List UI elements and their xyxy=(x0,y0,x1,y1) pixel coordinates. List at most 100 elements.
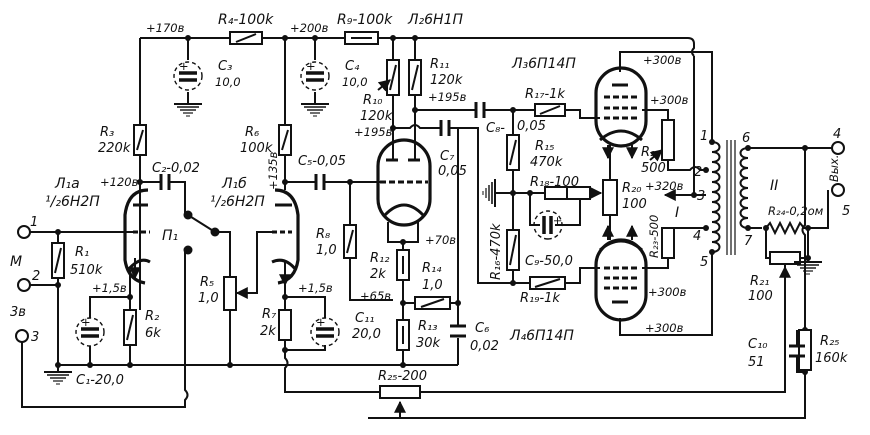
label-switch-p1: П₁ xyxy=(162,228,178,244)
output-terminal-5 xyxy=(831,183,845,197)
potentiometer-r20 xyxy=(590,179,618,216)
resistor-r25-160k xyxy=(798,329,812,371)
value-r6: 100k xyxy=(240,141,273,156)
value-r22: 500 xyxy=(641,161,666,176)
winding-tap-label: 2 xyxy=(694,165,702,180)
label-c11: C₁₁ xyxy=(355,311,375,326)
label-r4: R₄-100k xyxy=(218,12,274,28)
label-r8: R₈ xyxy=(316,227,330,242)
label-r11: R₁₁ xyxy=(430,57,449,72)
capacitor-c4 xyxy=(299,57,331,92)
resistor-r8 xyxy=(343,224,357,259)
voltage-label: +135в xyxy=(266,151,280,190)
winding-tap-label: 7 xyxy=(744,234,753,249)
value-r14: 1,0 xyxy=(422,278,443,293)
potentiometer-r5 xyxy=(223,276,248,311)
terminals xyxy=(15,141,845,343)
label-mic: М xyxy=(10,254,22,270)
value-r25-160k: 160k xyxy=(815,351,848,366)
voltage-label: +300в xyxy=(643,53,682,67)
voltage-label: +320в xyxy=(645,179,684,193)
label-r12: R₁₂ xyxy=(370,251,389,266)
winding-tap-label: 1 xyxy=(700,129,708,144)
capacitor-c3 xyxy=(172,57,204,92)
voltage-label: +195в xyxy=(354,125,393,139)
value-c11: 20,0 xyxy=(352,327,381,342)
label-r22: R₂₂ xyxy=(641,145,660,160)
label-r7: R₇ xyxy=(262,307,277,322)
voltage-label: +1,5в xyxy=(92,281,127,295)
label-r3: R₃ xyxy=(100,125,114,140)
label-r2: R₂ xyxy=(145,309,159,324)
voltage-label: +170в xyxy=(146,21,185,35)
label-r13: R₁₃ xyxy=(418,319,437,334)
label-r16: R₁₆-470k xyxy=(489,223,504,280)
value-c10: 51 xyxy=(748,355,765,370)
capacitors xyxy=(74,57,805,358)
label-tube-l1a: Л₁а xyxy=(54,176,80,192)
value-r21: 100 xyxy=(748,289,773,304)
input-terminal-2 xyxy=(17,278,31,292)
tube-l1a xyxy=(123,188,151,285)
value-r3: 220k xyxy=(98,141,131,156)
resistor-r11 xyxy=(408,59,422,96)
label-c2: C₂-0,02 xyxy=(152,161,200,176)
resistor-r1 xyxy=(51,242,65,279)
switch-p1 xyxy=(183,210,220,255)
resistor-r12 xyxy=(396,249,410,281)
component-labels: +170в R₄-100k +200в R₉-100k Л₂6Н1П C₃ 10… xyxy=(10,12,850,388)
resistor-r14 xyxy=(414,296,451,310)
capacitor-c8 xyxy=(474,102,486,118)
label-r5: R₅ xyxy=(200,275,214,290)
label-r23: R₂₃-500 xyxy=(647,215,661,258)
tube-l4 xyxy=(594,224,648,322)
voltage-label: +200в xyxy=(290,21,329,35)
label-tube-l2: Л₂6Н1П xyxy=(407,12,463,28)
label-c5: C₅-0,05 xyxy=(298,154,346,169)
voltage-label: +120в xyxy=(100,175,139,189)
voltage-label: +300в xyxy=(650,93,689,107)
type-tube-l1a: ¹/₂6Н2П xyxy=(45,194,100,210)
voltage-label: +195в xyxy=(428,90,467,104)
resistor-r2 xyxy=(123,309,137,346)
label-tube-l3: Л₃6П14П xyxy=(511,56,576,72)
resistor-r3 xyxy=(133,124,147,156)
terminal-label: 2 xyxy=(32,269,40,284)
value-r2: 6k xyxy=(145,326,161,341)
resistor-r24 xyxy=(765,220,808,236)
value-r13: 30k xyxy=(416,336,441,351)
ground-icon xyxy=(173,103,203,117)
value-r10: 120k xyxy=(360,109,393,124)
value-c6: 0,02 xyxy=(470,339,499,354)
voltage-label: +70в xyxy=(425,233,456,247)
winding-tap-label: 4 xyxy=(693,229,701,244)
input-terminal-1 xyxy=(17,225,31,239)
value-c4: 10,0 xyxy=(342,75,368,89)
value-c3: 10,0 xyxy=(215,75,241,89)
resistor-r13 xyxy=(396,319,410,351)
label-r19: R₁₉-1k xyxy=(520,291,560,306)
value-r20: 100 xyxy=(622,197,647,212)
label-c8: C₈- xyxy=(486,121,505,136)
wiring xyxy=(21,37,832,419)
value-r12: 2k xyxy=(370,267,386,282)
resistor-r6 xyxy=(278,124,292,156)
input-terminal-3 xyxy=(15,329,29,343)
voltage-label: +300в xyxy=(645,321,684,335)
capacitor-c2 xyxy=(159,174,171,190)
resistor-r15 xyxy=(506,134,520,171)
label-r18: R₁₈-100 xyxy=(530,175,579,190)
label-r24: R₂₄-0,2ом xyxy=(768,204,824,218)
winding-tap-label: 3 xyxy=(697,189,705,204)
type-tube-l1b: ¹/₂6Н2П xyxy=(210,194,265,210)
winding-tap-label: 6 xyxy=(742,131,750,146)
capacitor-c5 xyxy=(314,174,326,190)
resistor-r9 xyxy=(344,31,379,45)
resistor-r16 xyxy=(506,229,520,271)
capacitor-c6 xyxy=(450,324,466,338)
resistor-r19 xyxy=(529,276,566,290)
output-transformer xyxy=(711,140,749,255)
label-r9: R₉-100k xyxy=(337,12,393,28)
label-c6: C₆ xyxy=(475,321,489,336)
